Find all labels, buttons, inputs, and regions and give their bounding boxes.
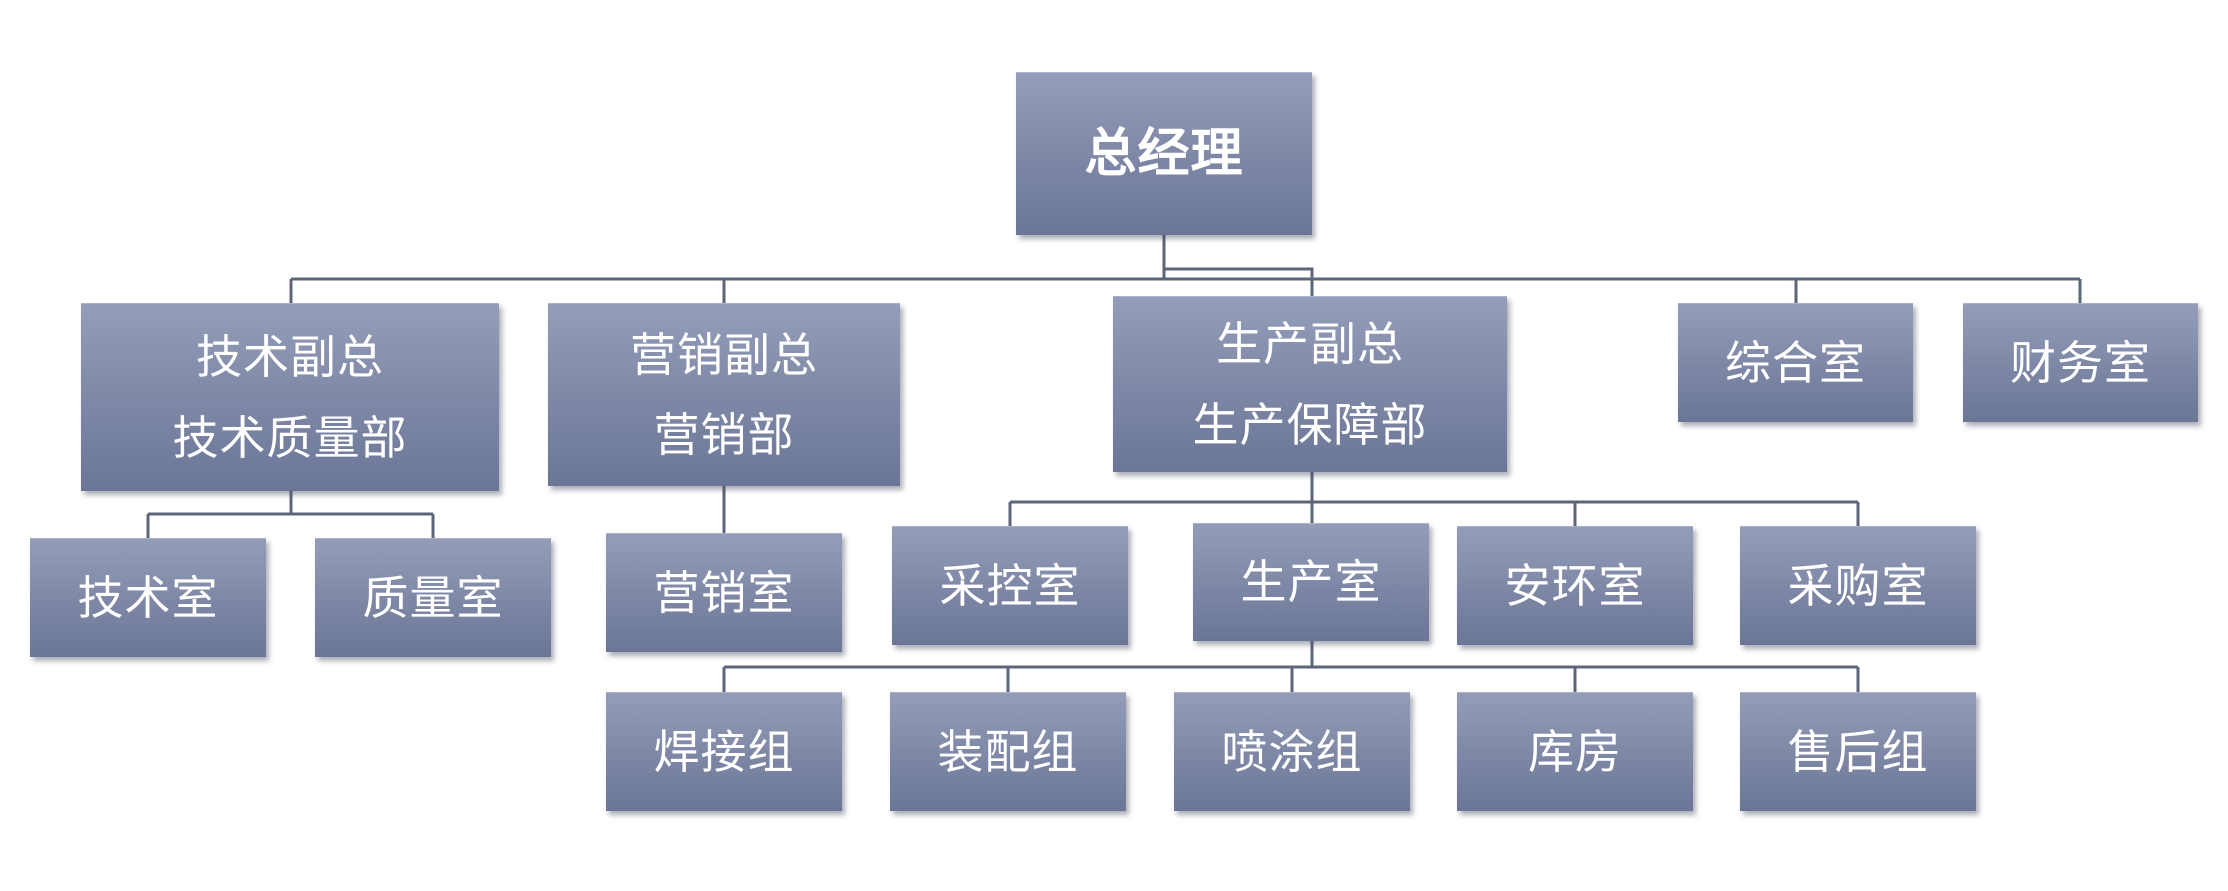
node-sales-office-label: 营销室 — [653, 565, 795, 620]
node-safety-env-office: 安环室 — [1457, 526, 1693, 645]
node-general-manager-label: 总经理 — [1084, 123, 1244, 184]
node-purchasing-office: 采购室 — [1740, 526, 1976, 645]
node-welding-group-label: 焊接组 — [653, 724, 795, 779]
node-mining-control-office: 采控室 — [892, 526, 1128, 645]
node-production-office-label: 生产室 — [1240, 555, 1382, 610]
node-tech-office-label: 技术室 — [77, 570, 219, 625]
node-vp-production-line1: 生产副总 — [1216, 317, 1404, 371]
node-spraying-group-label: 喷涂组 — [1221, 724, 1363, 779]
node-spraying-group: 喷涂组 — [1174, 692, 1410, 811]
node-tech-office: 技术室 — [30, 538, 266, 657]
node-after-sales-group: 售后组 — [1740, 692, 1976, 811]
node-finance-office: 财务室 — [1963, 303, 2198, 422]
node-assembly-group-label: 装配组 — [937, 724, 1079, 779]
node-warehouse-label: 库房 — [1528, 724, 1622, 779]
node-vp-production: 生产副总 生产保障部 — [1113, 296, 1507, 472]
node-vp-tech-line2: 技术质量部 — [172, 410, 408, 465]
node-sales-office: 营销室 — [606, 533, 842, 652]
node-vp-tech-line1: 技术副总 — [196, 330, 384, 384]
node-welding-group: 焊接组 — [606, 692, 842, 811]
node-vp-sales: 营销副总 营销部 — [548, 303, 900, 486]
node-quality-office: 质量室 — [315, 538, 551, 657]
node-vp-sales-line2: 营销部 — [653, 408, 795, 462]
node-general-office: 综合室 — [1678, 303, 1913, 422]
node-mining-control-office-label: 采控室 — [939, 558, 1081, 613]
node-after-sales-group-label: 售后组 — [1787, 724, 1929, 779]
node-production-office: 生产室 — [1193, 523, 1429, 641]
node-general-manager: 总经理 — [1016, 72, 1312, 235]
node-vp-tech: 技术副总 技术质量部 — [81, 303, 499, 491]
node-safety-env-office-label: 安环室 — [1504, 558, 1646, 613]
connector-root-to-production — [1164, 267, 1314, 296]
node-warehouse: 库房 — [1457, 692, 1693, 811]
node-purchasing-office-label: 采购室 — [1787, 558, 1929, 613]
node-assembly-group: 装配组 — [890, 692, 1126, 811]
node-vp-production-line2: 生产保障部 — [1192, 397, 1428, 452]
node-general-office-label: 综合室 — [1725, 335, 1866, 390]
node-quality-office-label: 质量室 — [362, 570, 504, 625]
node-finance-office-label: 财务室 — [2010, 335, 2151, 390]
node-vp-sales-line1: 营销副总 — [630, 327, 818, 382]
